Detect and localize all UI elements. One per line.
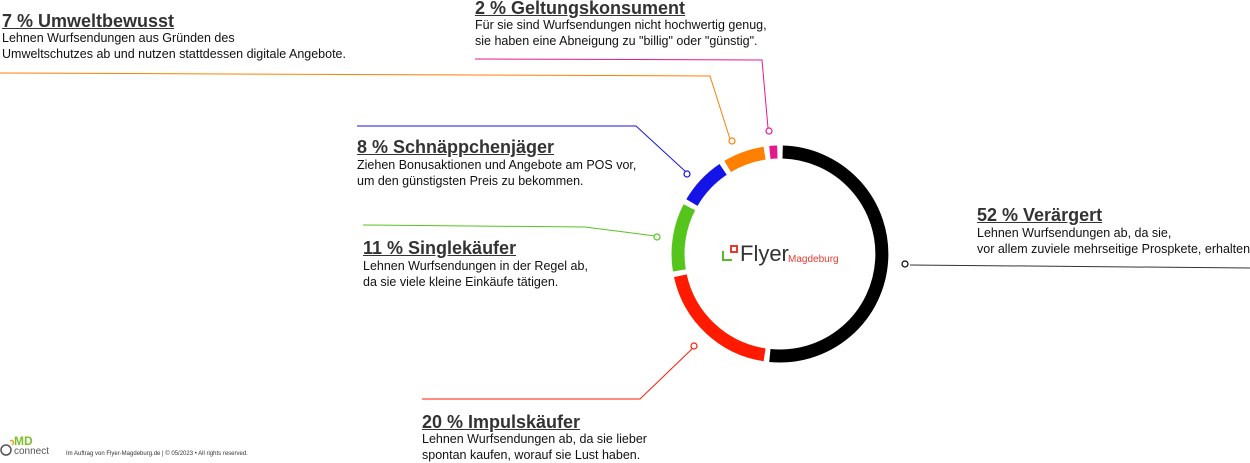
leader-dot-umwelt: [729, 138, 735, 144]
label-desc-veraergert: Lehnen Wurfsendungen ab, da sie, vor all…: [977, 225, 1250, 257]
label-desc-geltung: Für sie sind Wurfsendungen nicht hochwer…: [475, 17, 767, 49]
donut-segment-umwelt: [728, 153, 765, 166]
leader-dot-geltung: [766, 128, 772, 134]
logo-city: Magdeburg: [788, 254, 839, 265]
leader-line-single: [363, 225, 655, 236]
leader-dot-veraergert: [902, 261, 908, 267]
desc-line: Umweltschutzes ab und nutzen stattdessen…: [2, 46, 346, 62]
footer-copyright: Im Auftrag von Flyer-Magdeburg.de | © 05…: [66, 451, 248, 457]
desc-line: Ziehen Bonusaktionen und Angebote am POS…: [357, 157, 636, 173]
leader-dot-schnaeppchen: [684, 171, 690, 177]
desc-line: vor allem zuviele mehrseitige Prospkete,…: [977, 241, 1250, 257]
leader-line-umwelt: [0, 73, 730, 139]
leader-line-impuls: [422, 348, 693, 399]
label-desc-single: Lehnen Wurfsendungen in der Regel ab, da…: [363, 258, 588, 290]
footer-brand-bottom: connect: [14, 446, 49, 457]
logo-word: Flyer: [740, 241, 789, 267]
footer: MD connect Im Auftrag von Flyer-Magdebur…: [0, 432, 300, 459]
label-title-single: 11 % Singlekäufer: [363, 238, 516, 258]
flyer-logo-icon: [722, 245, 738, 261]
desc-line: um den günstigsten Preis zu bekommen.: [357, 173, 636, 189]
desc-line: Lehnen Wurfsendungen in der Regel ab,: [363, 258, 588, 274]
desc-line: da sie viele kleine Einkäufe tätigen.: [363, 274, 588, 290]
label-title-impuls: 20 % Impulskäufer: [422, 412, 580, 432]
donut-segment-schnaeppchen: [692, 169, 723, 202]
desc-line: spontan kaufen, worauf sie Lust haben.: [422, 447, 647, 463]
desc-line: Lehnen Wurfsendungen ab, da sie lieber: [422, 431, 647, 447]
donut-segment-single: [678, 207, 689, 270]
label-title-schnaeppchen: 8 % Schnäppchenjäger: [357, 137, 554, 157]
leader-dot-single: [654, 234, 660, 240]
label-title-geltung: 2 % Geltungskonsument: [475, 0, 685, 18]
desc-line: Lehnen Wurfsendungen aus Gründen des: [2, 30, 346, 46]
label-title-veraergert: 52 % Verärgert: [977, 205, 1102, 225]
desc-line: Lehnen Wurfsendungen ab, da sie,: [977, 225, 1250, 241]
leader-line-veraergert: [910, 265, 1250, 268]
label-desc-umwelt: Lehnen Wurfsendungen aus Gründen des Umw…: [2, 30, 346, 62]
desc-line: Für sie sind Wurfsendungen nicht hochwer…: [475, 17, 767, 33]
leader-dot-impuls: [691, 343, 697, 349]
label-desc-impuls: Lehnen Wurfsendungen ab, da sie lieber s…: [422, 431, 647, 463]
leader-line-geltung: [475, 59, 768, 128]
label-desc-schnaeppchen: Ziehen Bonusaktionen und Angebote am POS…: [357, 157, 636, 189]
desc-line: sie haben eine Abneigung zu "billig" ode…: [475, 33, 767, 49]
label-title-umwelt: 7 % Umweltbewusst: [2, 11, 174, 31]
